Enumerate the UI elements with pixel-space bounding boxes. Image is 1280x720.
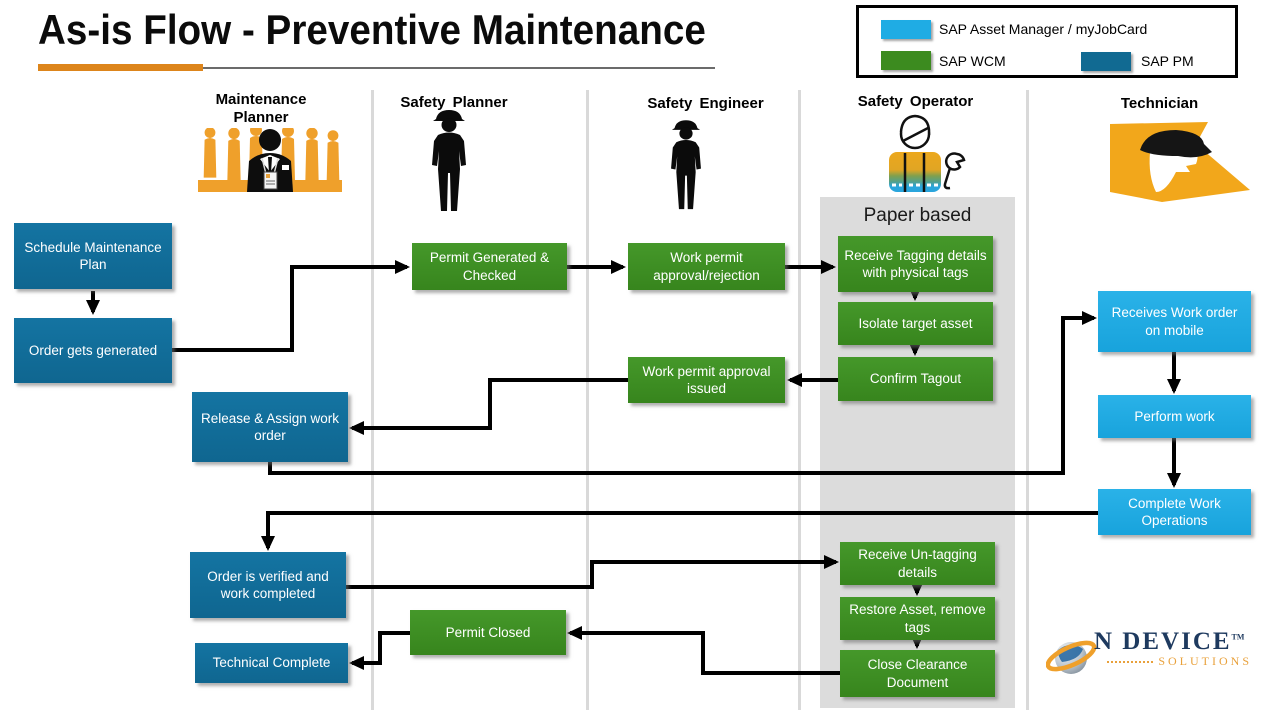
- node-order-verified-work-completed: Order is verified and work completed: [190, 552, 346, 618]
- node-complete-work-operations: Complete Work Operations: [1098, 489, 1251, 535]
- planner-figure: [247, 129, 293, 192]
- technician-cap-icon: [1110, 122, 1250, 202]
- node-work-permit-approval-issued: Work permit approval issued: [628, 357, 785, 403]
- globe-swoosh-icon: [1046, 640, 1097, 674]
- worker-silhouette-icon: [432, 110, 466, 211]
- lane-title-safety-planner: Safety Planner: [400, 94, 508, 111]
- title-underline-rule: [203, 67, 715, 69]
- company-logo: N DEVICETM SOLUTIONS: [1046, 628, 1256, 684]
- lane-title-technician: Technician: [1120, 95, 1199, 112]
- lane-divider: [798, 90, 801, 710]
- node-permit-generated-checked: Permit Generated & Checked: [412, 243, 567, 290]
- lane-title-safety-engineer: Safety Engineer: [647, 95, 764, 112]
- node-technical-complete: Technical Complete: [195, 643, 348, 683]
- node-receive-tagging-details: Receive Tagging details with physical ta…: [838, 236, 993, 292]
- node-release-assign-work-order: Release & Assign work order: [192, 392, 348, 462]
- logo-divider: [1107, 660, 1154, 663]
- legend-label-pm: SAP PM: [1141, 53, 1194, 69]
- node-receive-untagging-details: Receive Un-tagging details: [840, 542, 995, 585]
- node-receives-work-order-mobile: Receives Work order on mobile: [1098, 291, 1251, 352]
- legend-label-wcm: SAP WCM: [939, 53, 1006, 69]
- node-perform-work: Perform work: [1098, 395, 1251, 438]
- logo-sub-text: SOLUTIONS: [1158, 654, 1252, 668]
- lane-divider: [1026, 90, 1029, 710]
- lane-divider: [586, 90, 589, 710]
- logo-brand-text: N DEVICETM: [1094, 628, 1245, 655]
- lane-title-maintenance-planner: Maintenance Planner: [215, 91, 307, 126]
- crowd-people-icon: [198, 128, 342, 192]
- node-work-permit-approval-rejection: Work permit approval/rejection: [628, 243, 785, 290]
- node-order-gets-generated: Order gets generated: [14, 318, 172, 383]
- worker-silhouette-icon: [671, 120, 701, 210]
- node-restore-asset-remove-tags: Restore Asset, remove tags: [840, 597, 995, 640]
- node-permit-closed: Permit Closed: [410, 610, 566, 655]
- legend-swatch-wcm: [881, 51, 931, 70]
- node-isolate-target-asset: Isolate target asset: [838, 302, 993, 345]
- trademark-symbol: TM: [1231, 632, 1245, 642]
- page-title: As-is Flow - Preventive Maintenance: [38, 6, 706, 53]
- node-close-clearance-document: Close Clearance Document: [840, 650, 995, 697]
- node-confirm-tagout: Confirm Tagout: [838, 357, 993, 401]
- paper-based-label: Paper based: [863, 205, 972, 226]
- title-underline-accent: [38, 64, 203, 71]
- arrow-verified-to-untagging: [346, 555, 839, 589]
- legend-label-asset-manager: SAP Asset Manager / myJobCard: [939, 21, 1148, 37]
- operator-wrench-icon: [889, 114, 966, 192]
- lane-title-safety-operator: Safety Operator: [857, 93, 974, 110]
- lane-divider: [371, 90, 374, 710]
- arrow-permit-closed-to-technical: [349, 631, 410, 670]
- legend-box: SAP Asset Manager / myJobCard SAP WCM SA…: [856, 5, 1238, 78]
- node-schedule-maintenance-plan: Schedule Maintenance Plan: [14, 223, 172, 289]
- legend-swatch-pm: [1081, 52, 1131, 71]
- legend-swatch-asset-manager: [881, 20, 931, 39]
